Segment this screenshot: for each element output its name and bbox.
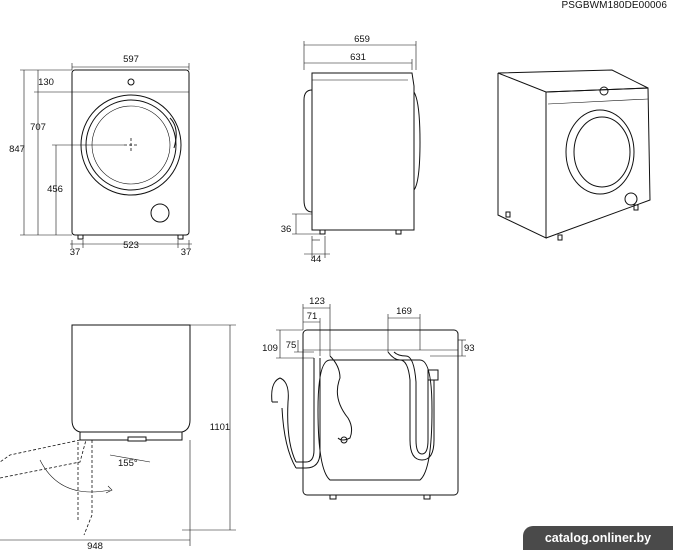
watermark: catalog.onliner.by [523, 526, 673, 550]
dim-front-foot-right: 37 [181, 247, 192, 258]
isometric-view [497, 69, 651, 241]
model-code: PSGBWM180DE00006 [561, 0, 667, 11]
dim-side-depth-total: 659 [354, 34, 370, 45]
dim-side-depth-body: 631 [350, 52, 366, 63]
dim-front-center-height: 456 [47, 184, 63, 195]
dim-back-inlet-span: 169 [396, 306, 412, 317]
dim-front-foot-left: 37 [70, 247, 81, 258]
dim-front-width: 597 [123, 54, 139, 65]
dim-back-inlet-drop: 93 [464, 343, 475, 354]
dim-front-top: 130 [38, 77, 54, 88]
side-view: 659 631 36 44 [281, 34, 421, 265]
dim-side-foot-offset: 44 [311, 254, 322, 265]
dim-back-hose-left-inner: 71 [307, 311, 318, 322]
dim-top-door-angle: 155° [118, 458, 138, 469]
back-view: 123 71 109 75 169 93 [262, 296, 475, 500]
dim-back-hose-left-drop1: 109 [262, 343, 278, 354]
dim-top-width-open: 948 [87, 541, 103, 550]
dim-front-total-height: 847 [9, 144, 25, 155]
dim-front-foot-span: 523 [123, 240, 139, 251]
top-view: 155° 1101 948 [0, 324, 236, 552]
front-view: 597 847 130 707 456 37 523 37 [9, 54, 192, 258]
dim-back-hose-left-span: 123 [309, 296, 325, 307]
dim-top-depth-open: 1101 [210, 422, 230, 433]
dim-front-door-height: 707 [30, 122, 46, 133]
dim-back-hose-left-drop2: 75 [286, 340, 297, 351]
dim-side-foot-height: 36 [281, 224, 292, 235]
